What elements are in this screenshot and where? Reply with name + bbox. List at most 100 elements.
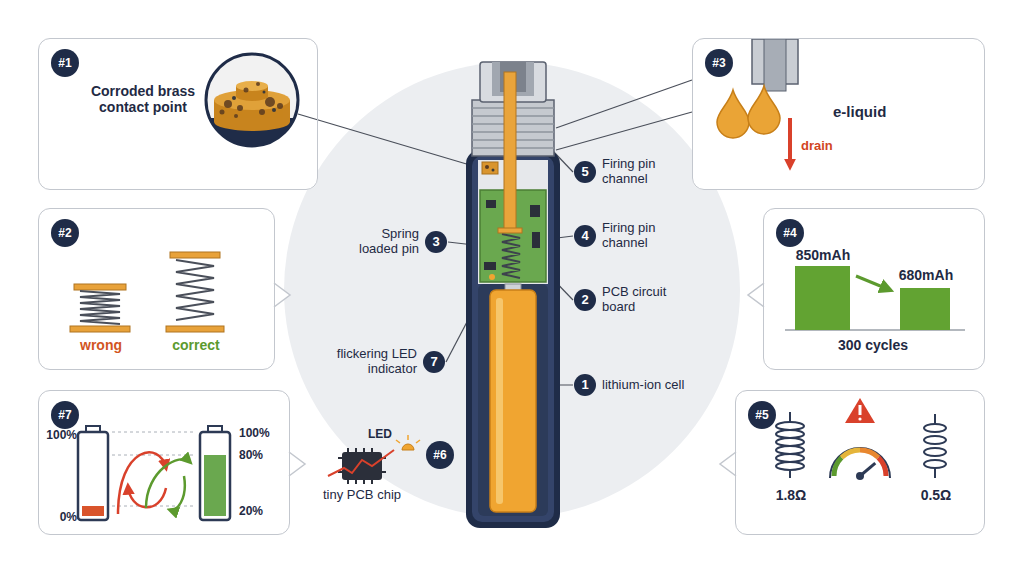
callout-text: 20% bbox=[239, 505, 283, 519]
coil-high bbox=[776, 446, 804, 454]
led-light bbox=[407, 435, 409, 440]
coil-high bbox=[776, 430, 804, 438]
callout-text: e-liquid bbox=[833, 103, 923, 120]
magnified-contact bbox=[224, 100, 232, 108]
brass-contact bbox=[482, 162, 498, 174]
callout-badge: #4 bbox=[776, 219, 804, 247]
leader-line bbox=[556, 112, 692, 150]
lithium-cell bbox=[496, 298, 503, 504]
firing-pin bbox=[504, 72, 516, 232]
part-number: 5 bbox=[574, 161, 596, 183]
coil-high bbox=[776, 412, 804, 478]
coil-low bbox=[924, 460, 946, 468]
pcb-chip bbox=[328, 448, 394, 484]
part-label: Firing pin channel bbox=[602, 157, 684, 187]
magnified-contact bbox=[232, 91, 276, 113]
part-marker: 1lithium-ion cell bbox=[574, 374, 684, 396]
callout-badge: #2 bbox=[51, 219, 79, 247]
charge-batteries bbox=[200, 432, 230, 520]
capacity-bars bbox=[900, 288, 950, 330]
magnified-contact bbox=[272, 108, 276, 112]
coil-low bbox=[924, 436, 946, 444]
magnified-contact bbox=[220, 82, 284, 118]
led-light bbox=[416, 440, 420, 443]
warning-sign bbox=[859, 405, 862, 415]
charge-batteries bbox=[204, 455, 226, 516]
leader-line bbox=[556, 80, 692, 128]
magnified-contact bbox=[206, 54, 298, 146]
coil-high bbox=[789, 470, 791, 478]
power-gauge bbox=[834, 458, 842, 476]
callout-badge: #6 bbox=[426, 441, 454, 469]
part-marker: 2PCB circuit board bbox=[574, 285, 692, 315]
capacity-bars bbox=[856, 276, 890, 290]
spring-wrong bbox=[70, 284, 130, 332]
led-light bbox=[402, 444, 414, 450]
charge-batteries bbox=[112, 432, 196, 433]
callout-number: #3 bbox=[705, 49, 733, 77]
pcb-chip bbox=[342, 452, 382, 480]
lithium-cell bbox=[490, 290, 536, 512]
callout-panel: e-liquid drain #3 bbox=[692, 38, 985, 190]
pcb-board bbox=[530, 205, 540, 217]
coil-high bbox=[776, 438, 804, 446]
spring-wrong bbox=[74, 284, 126, 290]
callout-text: 100% bbox=[239, 427, 283, 441]
charge-batteries bbox=[78, 426, 230, 520]
callout-number: #1 bbox=[51, 49, 79, 77]
spring-correct bbox=[166, 326, 224, 332]
charge-batteries bbox=[118, 452, 166, 514]
panel-ground bbox=[38, 38, 985, 535]
charge-batteries bbox=[78, 432, 108, 520]
part-number: 1 bbox=[574, 374, 596, 396]
panel-ground bbox=[735, 390, 985, 535]
warning-sign bbox=[845, 398, 875, 423]
callout-number: #2 bbox=[51, 219, 79, 247]
firing-pin bbox=[502, 234, 520, 278]
callout-panel: 100%0%100%80%20%#7 bbox=[38, 390, 290, 535]
panel-ground bbox=[38, 208, 275, 370]
part-number: 7 bbox=[423, 351, 445, 373]
part-number: 3 bbox=[425, 231, 447, 253]
led-light bbox=[396, 435, 420, 443]
part-marker: 7flickering LED indicator bbox=[325, 347, 445, 377]
magnified-contact bbox=[265, 97, 275, 107]
callout-number: #4 bbox=[776, 219, 804, 247]
coil-high bbox=[789, 412, 791, 422]
pcb-chip bbox=[338, 448, 386, 484]
callout-tail bbox=[720, 452, 736, 476]
warning-sign bbox=[845, 398, 875, 423]
battery-housing bbox=[478, 284, 548, 516]
callout-tail bbox=[289, 452, 305, 476]
panel-ground bbox=[692, 38, 985, 190]
magnified-contact bbox=[200, 50, 304, 158]
coil-high bbox=[776, 454, 804, 462]
spring-wrong bbox=[70, 326, 130, 332]
magnified-contact bbox=[244, 88, 249, 93]
power-gauge bbox=[860, 450, 878, 458]
part-label: Spring loaded pin bbox=[345, 227, 419, 257]
magnified-contact bbox=[220, 110, 225, 115]
magnified-contact bbox=[236, 81, 268, 91]
coil-low bbox=[924, 424, 946, 432]
liquid-drop bbox=[717, 86, 780, 138]
magnified-contact bbox=[237, 105, 243, 111]
drip-pipe bbox=[764, 39, 786, 91]
panel-ground bbox=[763, 208, 985, 370]
magnified-contact bbox=[256, 82, 260, 86]
power-gauge bbox=[842, 450, 860, 458]
pcb-board bbox=[486, 200, 496, 208]
callout-text: 680mAh bbox=[886, 267, 966, 283]
charge-batteries bbox=[82, 506, 104, 516]
callout-panel: Corroded brass contact point#1 bbox=[38, 38, 318, 190]
liquid-drop bbox=[717, 90, 749, 138]
coil-low bbox=[934, 468, 936, 478]
coil-low bbox=[934, 414, 936, 424]
callout-text: 300 cycles bbox=[813, 337, 933, 353]
magnified-contact bbox=[232, 96, 236, 100]
callout-text: drain bbox=[801, 139, 861, 154]
callout-text: wrong bbox=[61, 337, 141, 353]
callout-text: 1.8Ω bbox=[751, 487, 831, 503]
